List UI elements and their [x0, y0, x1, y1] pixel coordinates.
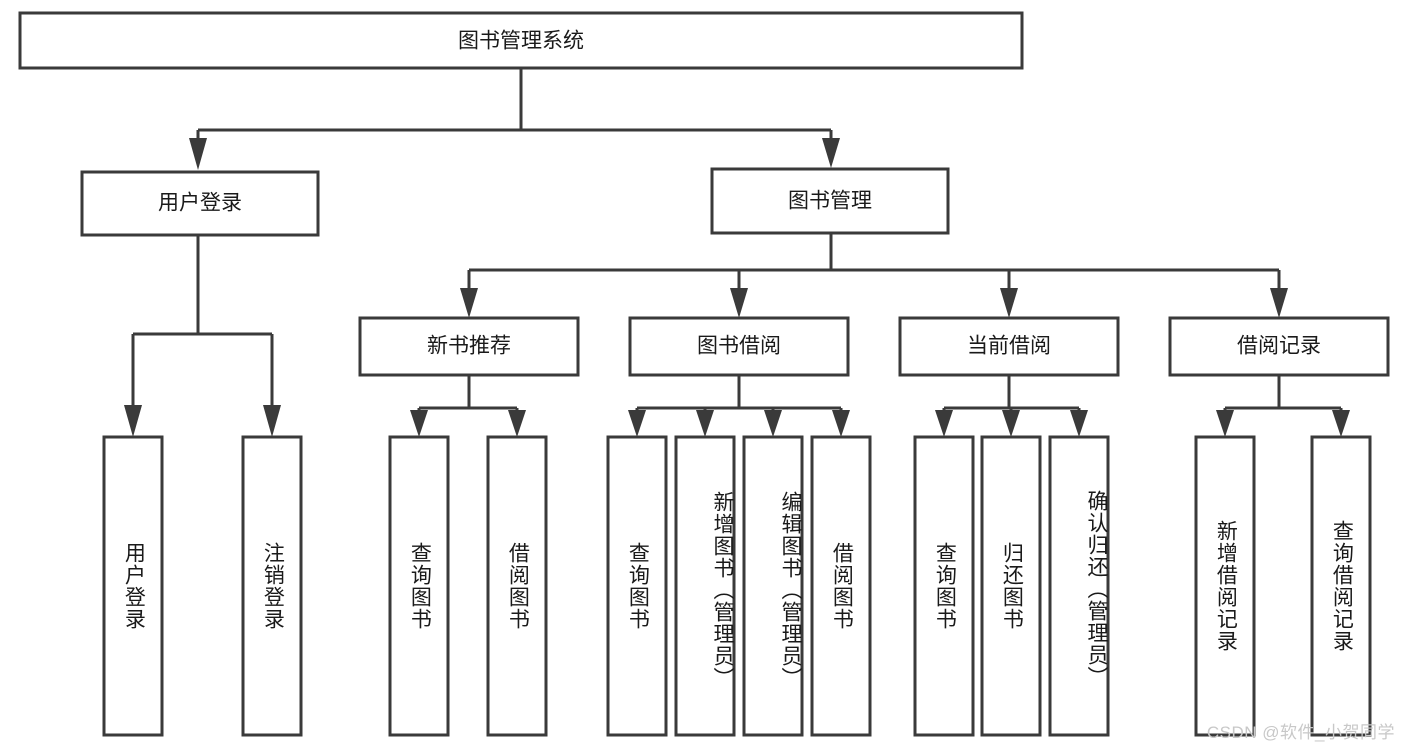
leaf-box-current-query[interactable]	[913, 435, 975, 737]
arrow-icon	[1070, 410, 1088, 437]
arrow-icon	[410, 410, 428, 437]
node-box-borrow-record[interactable]	[1168, 316, 1390, 377]
node-label-borrow-record: 借阅记录	[1237, 335, 1321, 358]
arrow-icon	[508, 410, 526, 437]
node-box-book-manage[interactable]	[710, 167, 950, 235]
connector-current-borrow-to-leaves	[935, 375, 1088, 437]
leaf-box-current-return[interactable]	[980, 435, 1042, 737]
arrow-icon	[1002, 410, 1020, 437]
leaf-box-new-book-query[interactable]	[388, 435, 450, 737]
leaf-box-current-confirm-return[interactable]	[1048, 435, 1110, 737]
connector-user-login-to-leaves	[124, 235, 281, 437]
arrow-icon	[935, 410, 953, 437]
node-box-root[interactable]	[18, 11, 1024, 70]
arrow-icon	[124, 405, 142, 437]
leaf-box-borrow-edit[interactable]	[742, 435, 804, 737]
arrow-icon	[189, 138, 207, 170]
node-box-book-borrow[interactable]	[628, 316, 850, 377]
node-box-new-book-recommend[interactable]	[358, 316, 580, 377]
leaf-box-user-login-signout[interactable]	[241, 435, 303, 737]
arrow-icon	[1270, 288, 1288, 318]
node-label-user-login: 用户登录	[158, 192, 242, 215]
leaf-box-new-book-borrow[interactable]	[486, 435, 548, 737]
connector-borrow-record-to-leaves	[1216, 375, 1350, 437]
arrow-icon	[1000, 288, 1018, 318]
connector-root-to-level2	[189, 68, 840, 170]
arrow-icon	[822, 138, 840, 168]
connector-new-book-to-leaves	[410, 375, 526, 437]
arrow-icon	[730, 288, 748, 318]
node-label-new-book-recommend: 新书推荐	[427, 335, 511, 358]
arrow-icon	[263, 405, 281, 437]
arrow-icon	[764, 410, 782, 437]
leaf-box-record-query[interactable]	[1310, 435, 1372, 737]
arrow-icon	[1332, 410, 1350, 437]
arrow-icon	[832, 410, 850, 437]
arrow-icon	[628, 410, 646, 437]
connector-book-manage-to-level3	[460, 233, 1288, 318]
node-label-book-borrow: 图书借阅	[697, 335, 781, 358]
leaf-box-borrow-query[interactable]	[606, 435, 668, 737]
connector-book-borrow-to-leaves	[628, 375, 850, 437]
arrow-icon	[1216, 410, 1234, 437]
arrow-icon	[696, 410, 714, 437]
node-label-root: 图书管理系统	[458, 30, 584, 53]
leaf-box-borrow-lend[interactable]	[810, 435, 872, 737]
arrow-icon	[460, 288, 478, 318]
watermark: CSDN @软件_小贺同学	[1206, 723, 1395, 742]
node-label-book-manage: 图书管理	[788, 190, 872, 213]
leaf-box-record-add[interactable]	[1194, 435, 1256, 737]
node-label-current-borrow: 当前借阅	[967, 335, 1051, 358]
leaf-box-borrow-add[interactable]	[674, 435, 736, 737]
node-box-user-login[interactable]	[80, 170, 320, 237]
leaf-box-user-login-signin[interactable]	[102, 435, 164, 737]
node-box-current-borrow[interactable]	[898, 316, 1120, 377]
